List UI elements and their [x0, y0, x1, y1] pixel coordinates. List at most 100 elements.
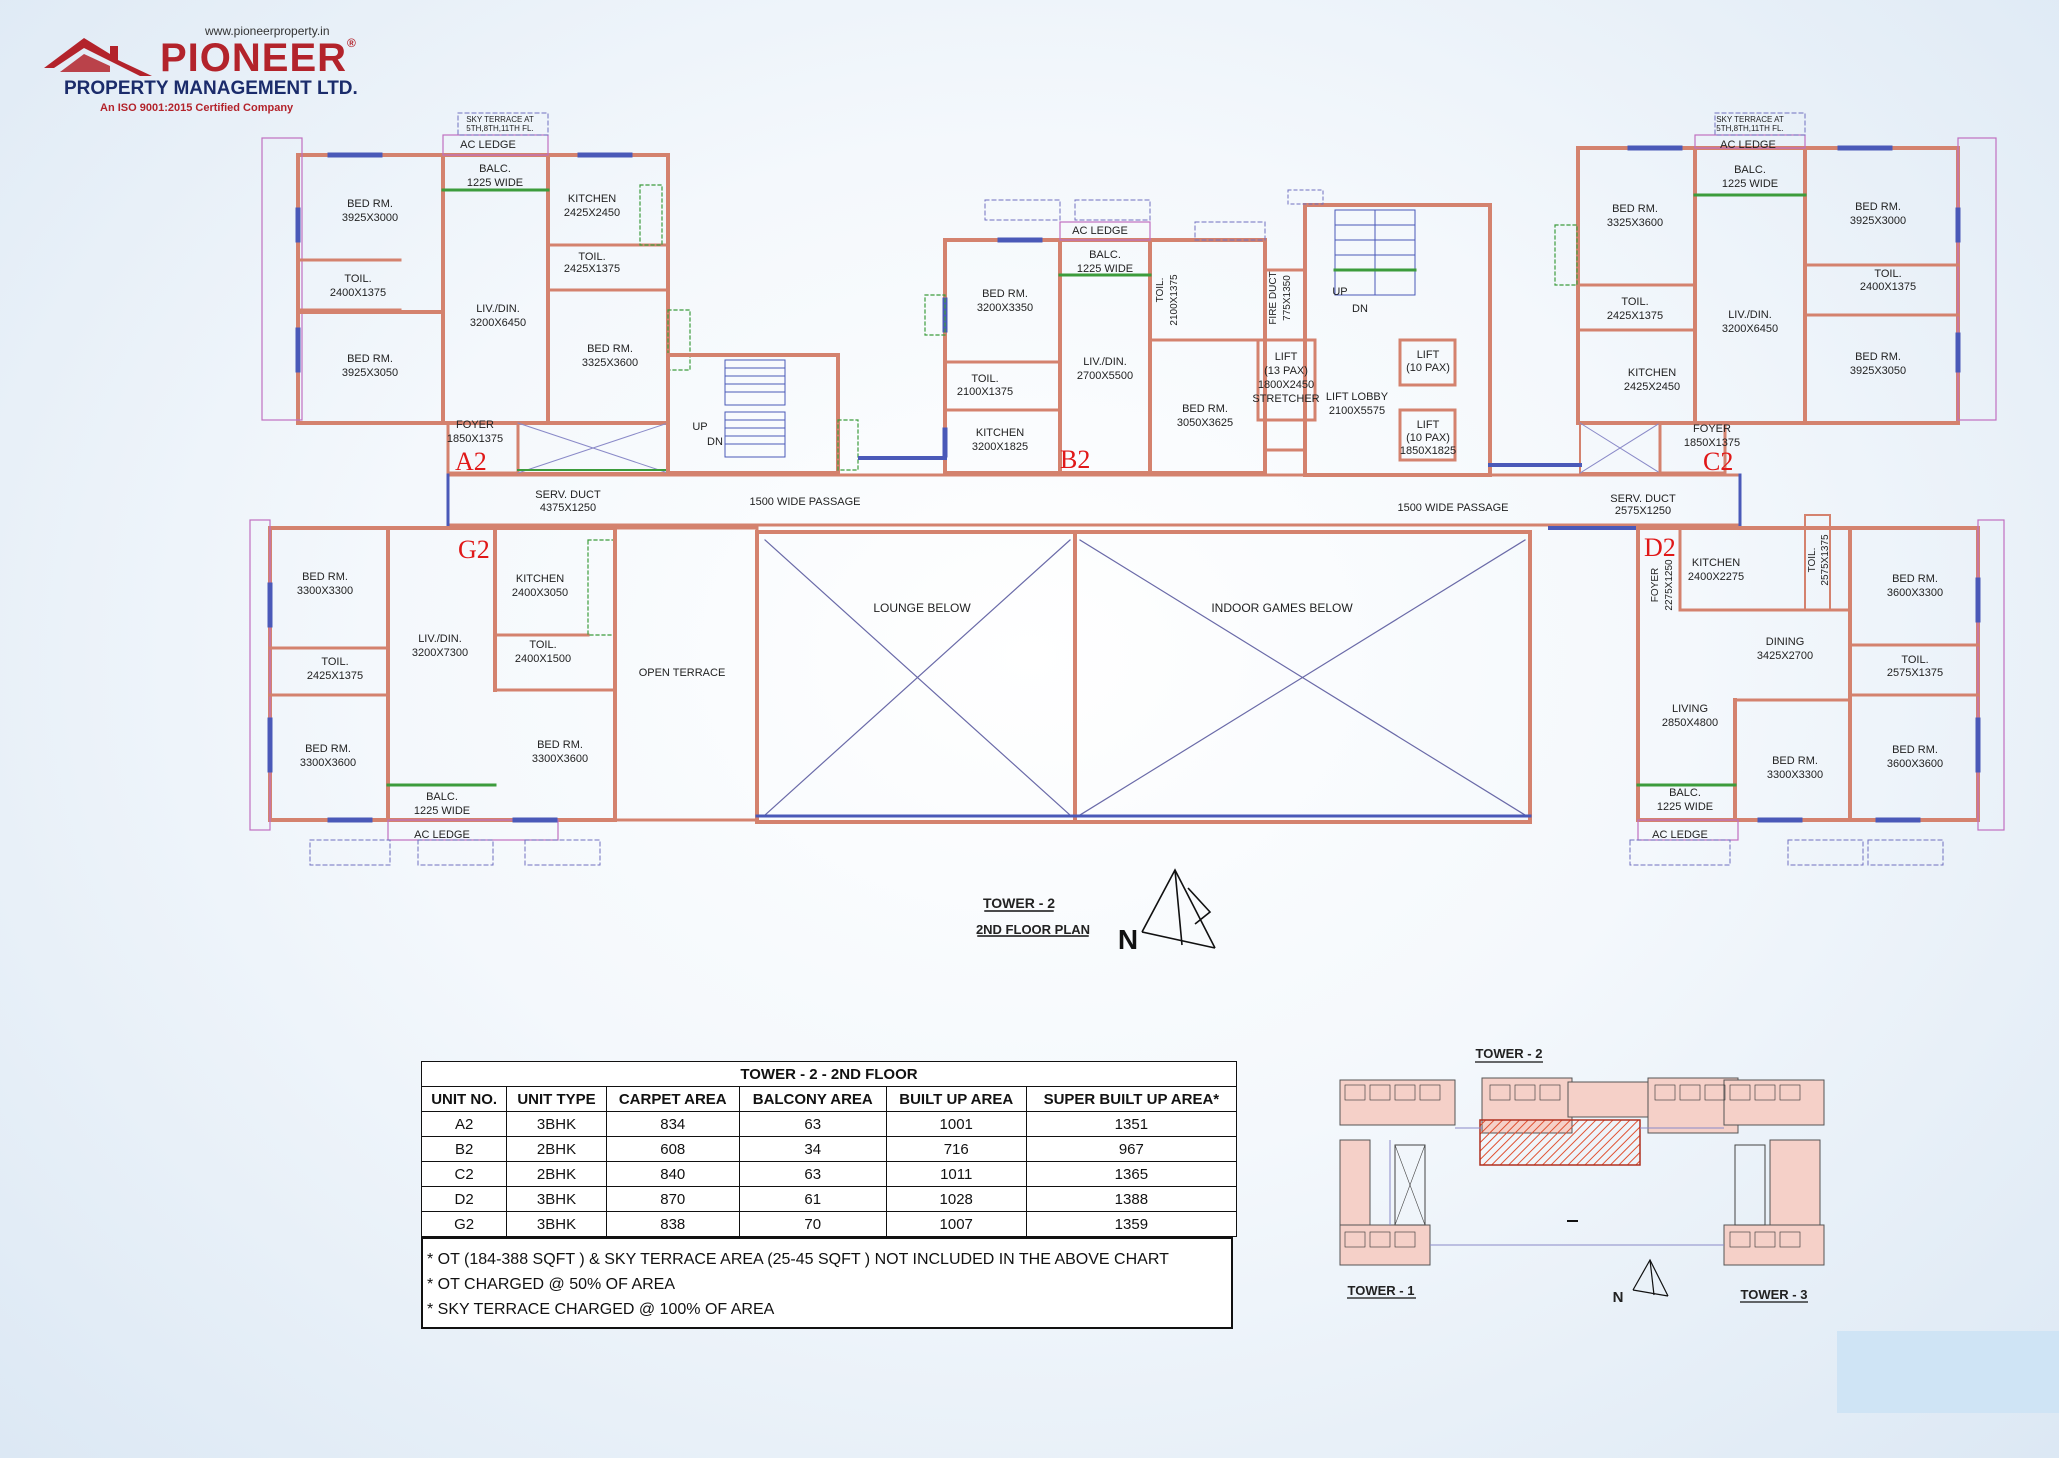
- lift-note: STRETCHER: [1252, 393, 1319, 405]
- table-cell: 63: [738, 1161, 887, 1187]
- unit-label-c2: C2: [1703, 447, 1733, 476]
- room-size: 2400X2275: [1688, 571, 1744, 583]
- logo-brand: PIONEER®: [160, 36, 357, 81]
- note-line: * OT CHARGED @ 50% OF AREA: [427, 1276, 676, 1293]
- house-logo-icon: [44, 38, 152, 76]
- room-label: BED RM.: [1182, 403, 1228, 415]
- plan-caption-title: TOWER - 2: [983, 895, 1055, 911]
- room-size: 3325X3600: [1607, 217, 1663, 229]
- table-cell: 70: [738, 1211, 887, 1237]
- room-label: DINING: [1766, 636, 1805, 648]
- games-label: INDOOR GAMES BELOW: [1211, 601, 1353, 615]
- room-size: 2425X2450: [1624, 381, 1680, 393]
- logo-brand-text: PIONEER: [160, 36, 348, 80]
- room-size: 2425X2450: [564, 207, 620, 219]
- room-size: 1850X1375: [1684, 437, 1740, 449]
- room-label: BED RM.: [302, 571, 348, 583]
- logo-url: www.pioneerproperty.in: [205, 24, 330, 38]
- room-size: 3600X3300: [1887, 587, 1943, 599]
- room-label: TOIL.: [1901, 654, 1928, 666]
- room-size: 1225 WIDE: [467, 177, 523, 189]
- lift-size: 1850X1825: [1400, 445, 1456, 457]
- lift-pax: (10 PAX): [1406, 362, 1450, 374]
- room-size: 3600X3600: [1887, 758, 1943, 770]
- keyplan-north: N: [1613, 1289, 1624, 1306]
- unit-a2-walls: [261, 112, 691, 475]
- stair-dn-label: DN: [707, 436, 723, 448]
- table-cell: 1388: [1025, 1186, 1238, 1212]
- room-size: 2100X1375: [957, 386, 1013, 398]
- north-arrow-icon: [1141, 868, 1216, 949]
- table-header: UNIT TYPE: [506, 1086, 607, 1112]
- table-cell: 1011: [885, 1161, 1027, 1187]
- room-label: TOIL.: [1874, 268, 1901, 280]
- table-cell: A2: [420, 1111, 508, 1137]
- room-size: 3325X3600: [582, 357, 638, 369]
- fire-duct-size: 775X1350: [1282, 275, 1293, 321]
- table-header: BUILT UP AREA: [885, 1086, 1027, 1112]
- unit-label-g2: G2: [458, 535, 490, 564]
- room-label: TOIL.: [1155, 278, 1166, 303]
- room-size: 1850X1375: [447, 433, 503, 445]
- lift-pax: (13 PAX): [1264, 365, 1308, 377]
- room-size: 1225 WIDE: [1722, 178, 1778, 190]
- plan-caption-subtitle: 2ND FLOOR PLAN: [976, 922, 1090, 937]
- room-size: 2575X1375: [1820, 534, 1831, 586]
- room-label: BED RM.: [1855, 351, 1901, 363]
- room-label: LIV./DIN.: [476, 303, 520, 315]
- table-cell: 2BHK: [506, 1161, 607, 1187]
- lift-dn-label: DN: [1352, 303, 1368, 315]
- room-size: 2425X1375: [307, 670, 363, 682]
- notes-box: * OT (184-388 SQFT ) & SKY TERRACE AREA …: [421, 1237, 1233, 1329]
- sky-terrace-label: SKY TERRACE AT: [1716, 115, 1784, 124]
- room-size: 3300X3300: [297, 585, 353, 597]
- room-label: BED RM.: [305, 743, 351, 755]
- room-size: 2850X4800: [1662, 717, 1718, 729]
- table-cell: 1365: [1025, 1161, 1238, 1187]
- note-line: * SKY TERRACE CHARGED @ 100% OF AREA: [427, 1301, 775, 1318]
- passage-label: 1500 WIDE PASSAGE: [1397, 502, 1508, 514]
- room-label: KITCHEN: [1628, 367, 1676, 379]
- table-row: C2 2BHK 840 63 1011 1365: [420, 1161, 1238, 1187]
- table-cell: 716: [885, 1136, 1027, 1162]
- sky-terrace-floors: 5TH,8TH,11TH FL.: [466, 124, 533, 133]
- ac-ledge-label: AC LEDGE: [414, 829, 470, 841]
- table-cell: 3BHK: [506, 1211, 607, 1237]
- unit-d2-walls: [1629, 514, 2005, 866]
- table-cell: 967: [1025, 1136, 1238, 1162]
- table-header: SUPER BUILT UP AREA*: [1025, 1086, 1238, 1112]
- room-label: TOIL.: [1621, 296, 1648, 308]
- room-size: 2400X1375: [330, 287, 386, 299]
- table-row: A2 3BHK 834 63 1001 1351: [420, 1111, 1238, 1137]
- registered-mark: ®: [347, 36, 357, 50]
- stair-left: [666, 353, 859, 475]
- room-label: KITCHEN: [1692, 557, 1740, 569]
- ac-ledge-label: AC LEDGE: [1072, 225, 1128, 237]
- table-cell: 61: [738, 1186, 887, 1212]
- room-label: BED RM.: [537, 739, 583, 751]
- stair-up-label: UP: [692, 421, 707, 433]
- room-label: FOYER: [456, 419, 494, 431]
- unit-label-b2: B2: [1060, 445, 1090, 474]
- table-cell: 834: [605, 1111, 740, 1137]
- area-table: TOWER - 2 - 2ND FLOOR UNIT NO. UNIT TYPE…: [420, 1061, 1238, 1237]
- room-size: 2425X1375: [564, 263, 620, 275]
- room-label: TOIL.: [529, 639, 556, 651]
- passage-label: 1500 WIDE PASSAGE: [749, 496, 860, 508]
- table-cell: 1351: [1025, 1111, 1238, 1137]
- table-cell: 3BHK: [506, 1186, 607, 1212]
- lift-core: [1256, 189, 1492, 477]
- lift-size: 1800X2450: [1258, 379, 1314, 391]
- room-label: BALC.: [1734, 164, 1766, 176]
- keyplan-tower3: TOWER - 3: [1741, 1287, 1808, 1302]
- room-size: 3200X6450: [470, 317, 526, 329]
- ac-ledge-label: AC LEDGE: [460, 139, 516, 151]
- room-size: 2275X1250: [1664, 559, 1675, 611]
- room-size: 1225 WIDE: [1657, 801, 1713, 813]
- ac-ledge-label: AC LEDGE: [1652, 829, 1708, 841]
- logo-certification: An ISO 9001:2015 Certified Company: [100, 102, 294, 114]
- logo-company-name: PROPERTY MANAGEMENT LTD.: [64, 78, 358, 99]
- lift-label: LIFT: [1417, 419, 1440, 431]
- room-label: LIV./DIN.: [1083, 356, 1127, 368]
